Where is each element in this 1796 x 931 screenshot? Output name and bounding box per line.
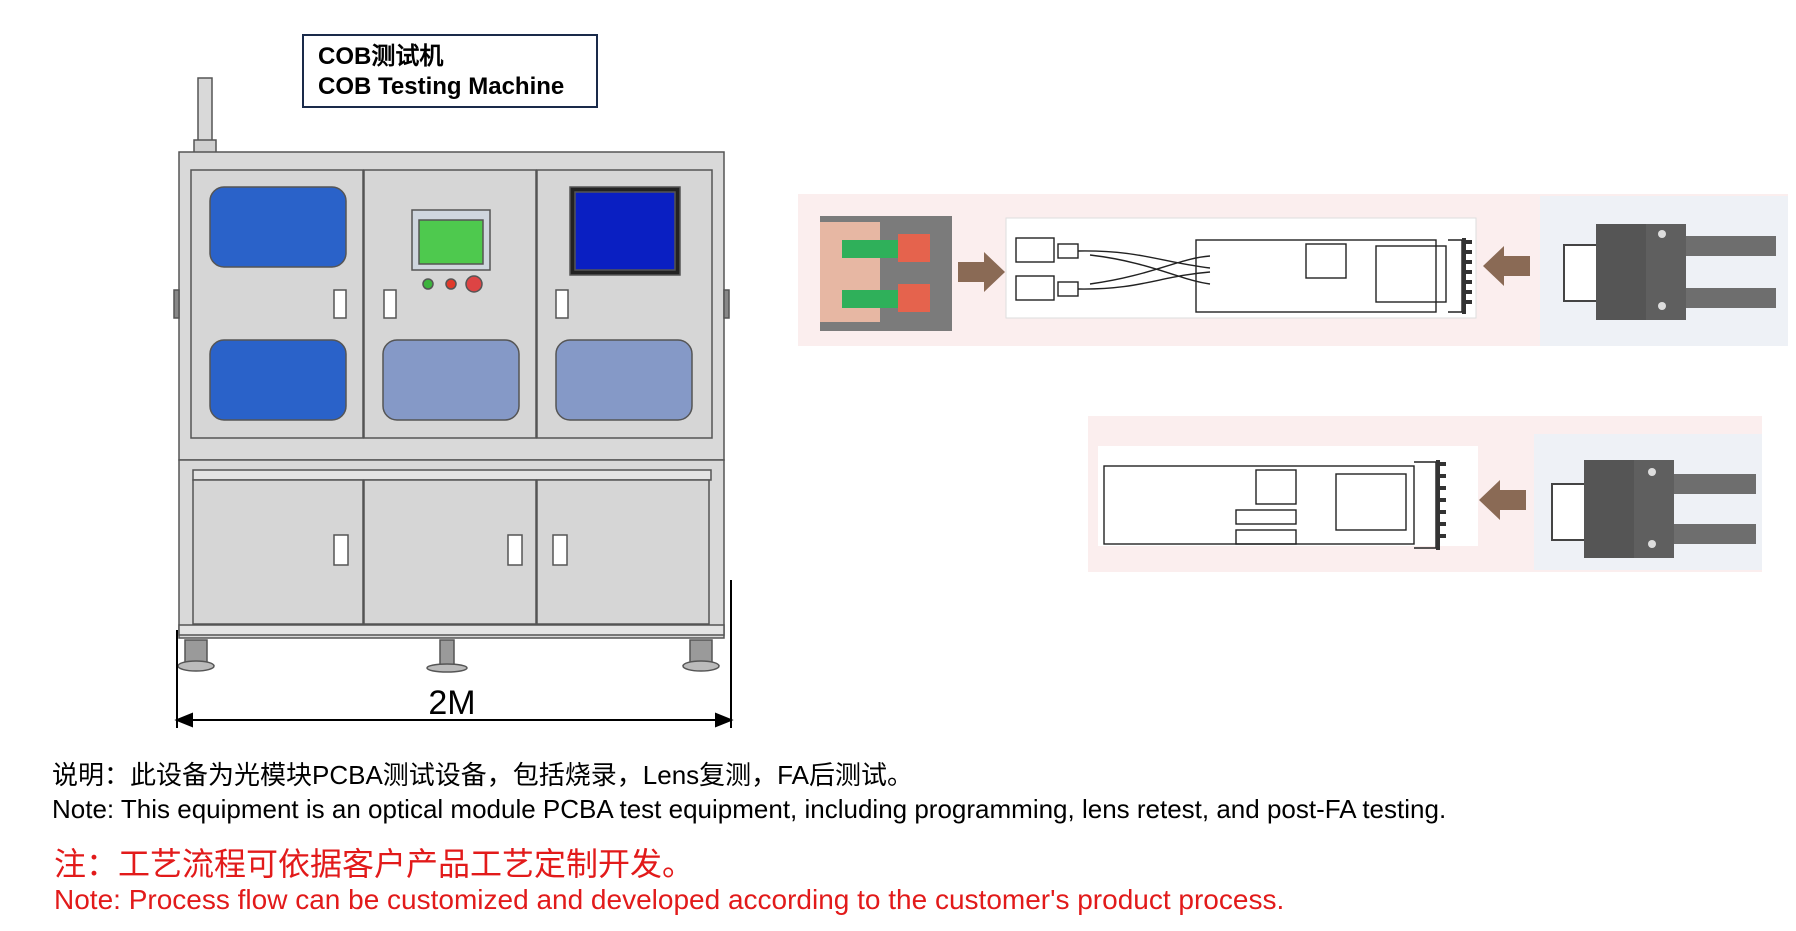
window-panel — [209, 186, 347, 268]
note-en: Note: Process flow can be customized and… — [54, 884, 1285, 915]
window-panel — [555, 339, 693, 421]
dimension-label: 2M — [428, 684, 475, 722]
door-handle — [333, 534, 349, 566]
leveling-foot — [439, 639, 455, 667]
emergency-stop-button — [465, 275, 483, 293]
machine-title-box: COB测试机 COB Testing Machine — [302, 34, 598, 108]
pcba-module-drawing — [1098, 446, 1478, 546]
touchscreen — [418, 219, 484, 265]
machine-title-cn: COB测试机 — [318, 43, 444, 70]
dimension-line — [174, 580, 734, 728]
description-cn: 说明：此设备为光模块PCBA测试设备，包括烧录，Lens复测，FA后测试。 — [52, 760, 913, 790]
door-handle — [552, 534, 568, 566]
description-en: Note: This equipment is an optical modul… — [52, 794, 1447, 824]
flow-row-1 — [798, 194, 1788, 346]
window-panel — [382, 339, 520, 421]
machine-title-en: COB Testing Machine — [318, 73, 565, 100]
flow-row-2 — [1088, 416, 1762, 572]
door-handle — [555, 289, 569, 319]
window-panel — [209, 339, 347, 421]
door-handle — [383, 289, 397, 319]
door-handle — [333, 289, 347, 319]
customization-note: 注：工艺流程可依据客户产品工艺定制开发。 Note: Process flow … — [54, 846, 1284, 918]
arrow-right-icon — [958, 252, 1005, 292]
monitor-screen — [574, 191, 676, 271]
optical-module-drawing — [1005, 217, 1477, 319]
arrow-left-icon — [1483, 246, 1530, 286]
stop-button — [445, 278, 457, 290]
note-cn: 注：工艺流程可依据客户产品工艺定制开发。 — [54, 846, 695, 882]
door-handle — [507, 534, 523, 566]
description: 说明：此设备为光模块PCBA测试设备，包括烧录，Lens复测，FA后测试。 No… — [52, 758, 1446, 826]
arrow-left-icon — [1479, 480, 1526, 520]
machine-drawing — [173, 77, 730, 673]
signal-tower — [197, 77, 213, 151]
start-button — [422, 278, 434, 290]
